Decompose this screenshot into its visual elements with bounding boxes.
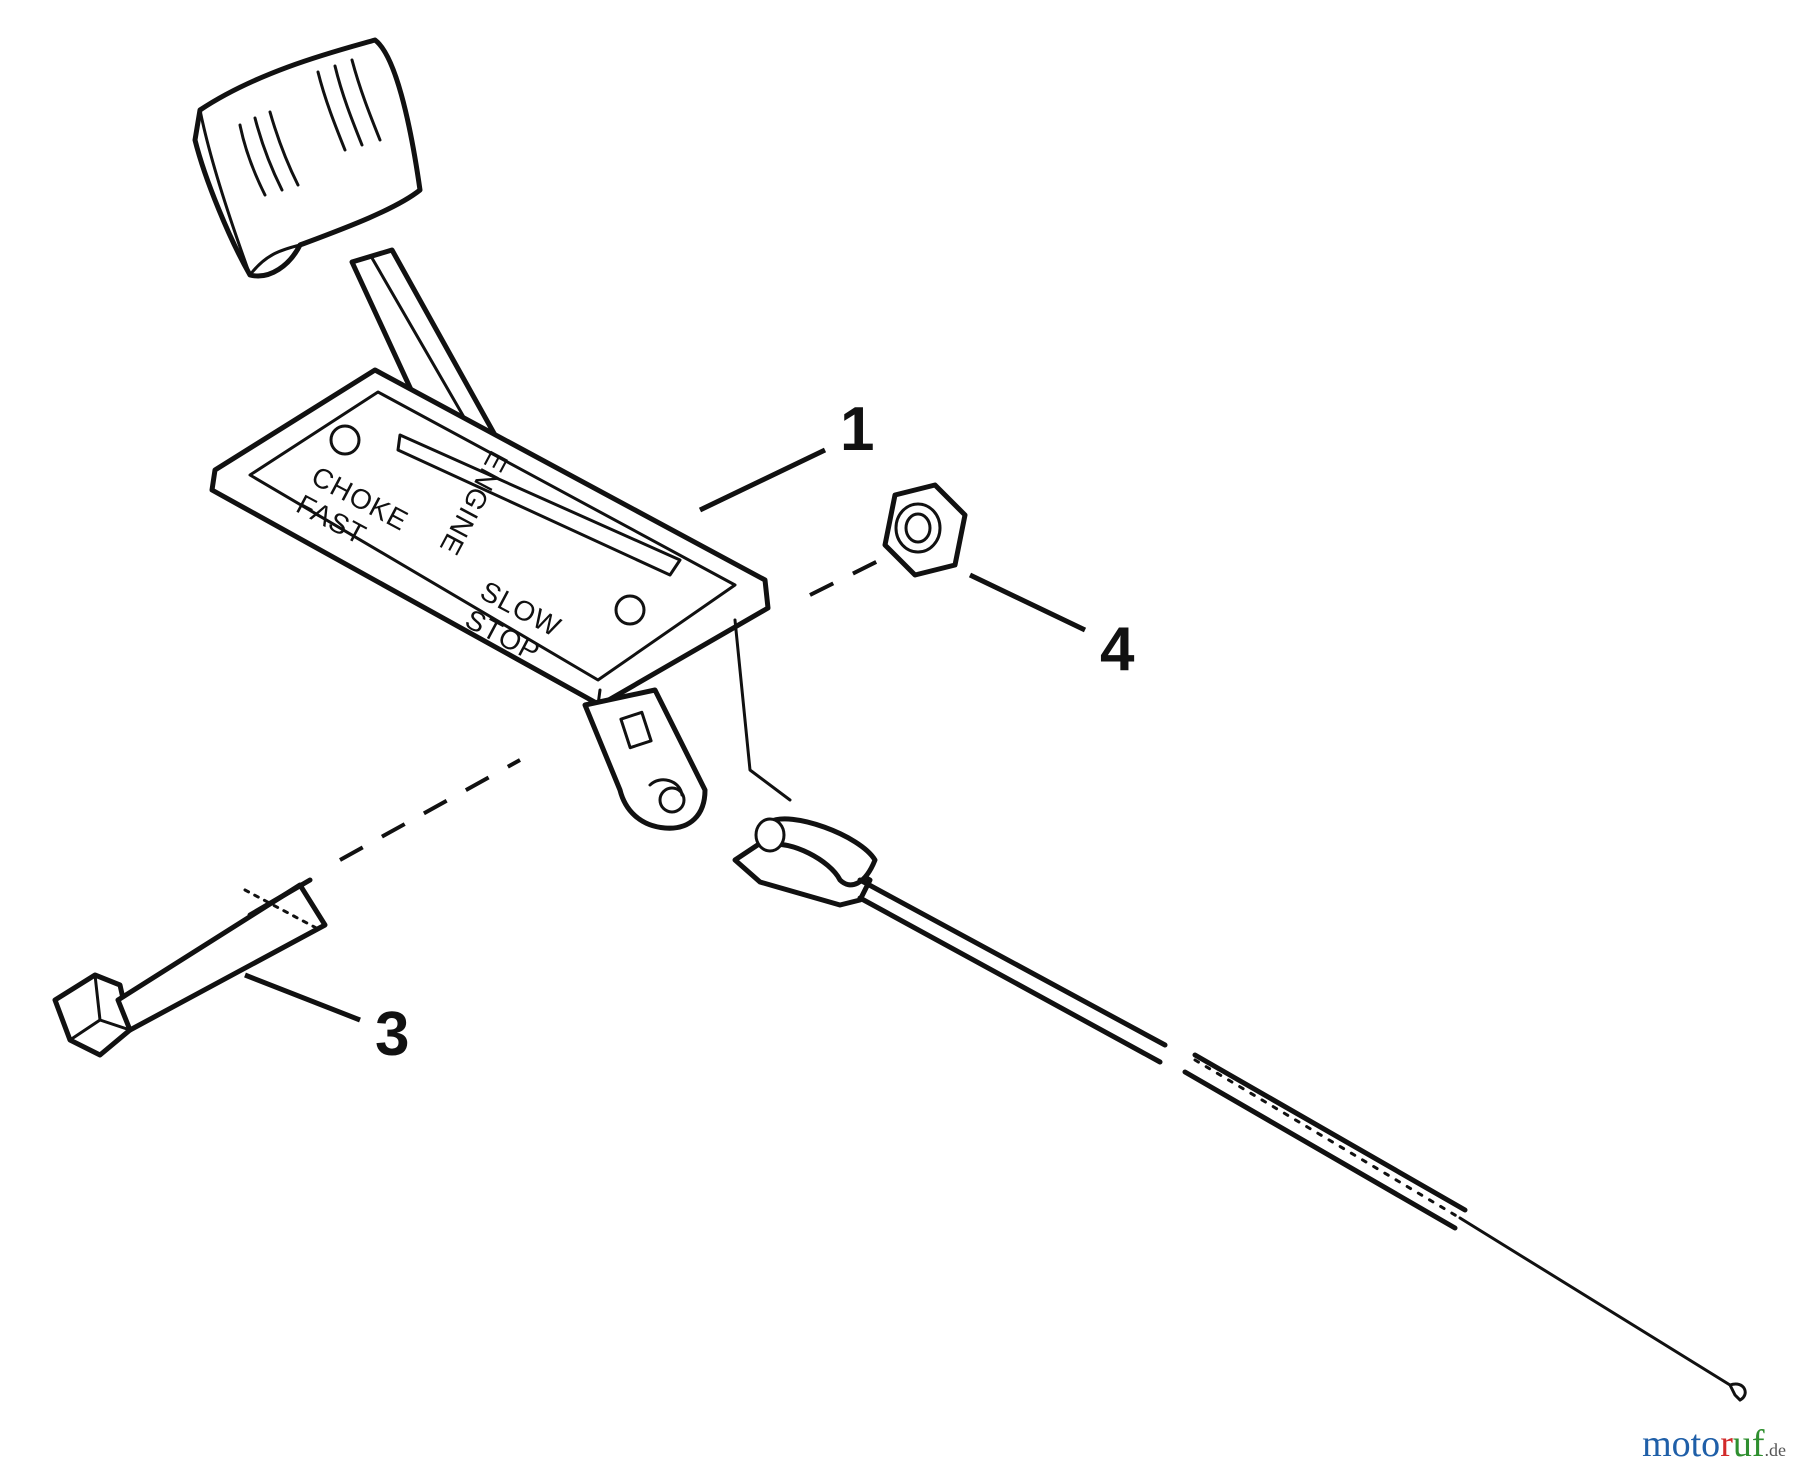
plate-screw-bottom bbox=[614, 594, 646, 626]
cable-coil-lower bbox=[1182, 1052, 1468, 1231]
cable-clamp bbox=[732, 816, 878, 908]
leader-line-4 bbox=[968, 572, 1087, 633]
callout-3: 3 bbox=[375, 1000, 409, 1069]
nut-dash-line bbox=[809, 553, 891, 597]
callout-4: 4 bbox=[1100, 615, 1135, 684]
control-plate bbox=[209, 367, 771, 708]
hex-bolt bbox=[52, 877, 328, 1058]
cable-wire bbox=[1458, 1216, 1747, 1402]
cable-coil-upper bbox=[857, 877, 1168, 1065]
hex-nut bbox=[882, 482, 968, 578]
plate-screw-top bbox=[329, 424, 361, 456]
watermark-logo: motoruf.de bbox=[1642, 1423, 1786, 1465]
leader-line-3 bbox=[244, 972, 361, 1023]
bolt-dash-line bbox=[339, 758, 521, 862]
callout-1: 1 bbox=[840, 395, 874, 464]
leader-line-1 bbox=[698, 447, 827, 513]
lever-knob bbox=[192, 37, 423, 279]
mounting-bracket bbox=[582, 618, 792, 831]
